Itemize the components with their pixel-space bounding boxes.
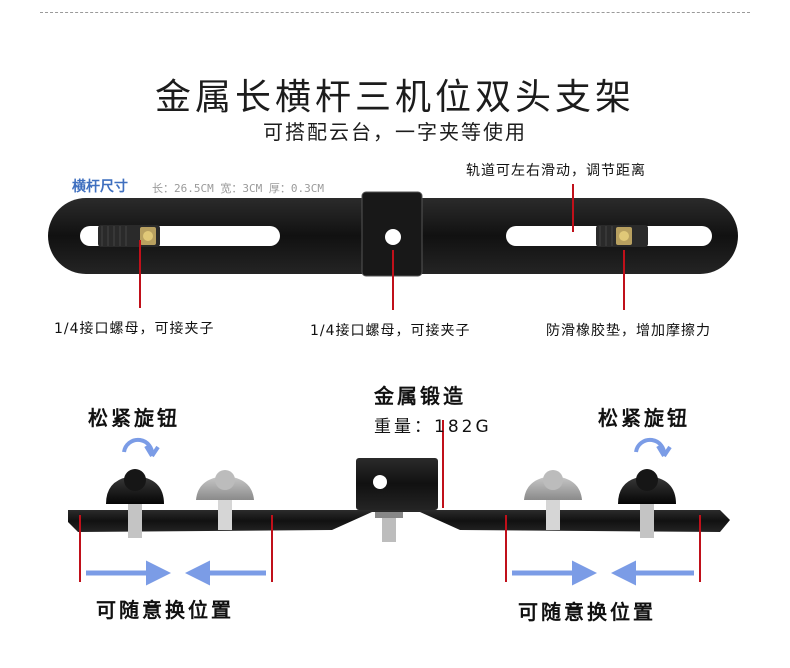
knob-label-left: 松紧旋钮 bbox=[88, 406, 180, 430]
callout-nut-left: 1/4接口螺母，可接夹子 bbox=[54, 321, 215, 337]
knob-label-right: 松紧旋钮 bbox=[598, 406, 690, 430]
rotate-arrows-icon bbox=[122, 437, 160, 458]
top-divider bbox=[40, 12, 750, 13]
callout-pad: 防滑橡胶垫，增加摩擦力 bbox=[546, 323, 711, 339]
dimensions-label: 横杆尺寸 bbox=[72, 179, 128, 195]
move-label-left: 可随意换位置 bbox=[96, 598, 234, 622]
rotate-arrows-icon bbox=[634, 437, 672, 458]
callout-lines bbox=[139, 184, 625, 310]
material-label: 金属锻造 bbox=[374, 384, 466, 408]
dimensions-spec: 长：26.5CM 宽：3CM 厚：0.3CM bbox=[152, 182, 324, 195]
callout-rail-slide: 轨道可左右滑动，调节距离 bbox=[466, 163, 646, 179]
side-view-bar bbox=[68, 458, 730, 542]
page-subtitle: 可搭配云台，一字夹等使用 bbox=[263, 120, 527, 144]
range-markers bbox=[79, 420, 701, 582]
top-view-bar bbox=[48, 191, 738, 277]
weight-label: 重量：182G bbox=[374, 417, 492, 437]
page-title: 金属长横杆三机位双头支架 bbox=[154, 77, 635, 118]
move-label-right: 可随意换位置 bbox=[518, 600, 656, 624]
callout-nut-center: 1/4接口螺母，可接夹子 bbox=[310, 323, 471, 339]
